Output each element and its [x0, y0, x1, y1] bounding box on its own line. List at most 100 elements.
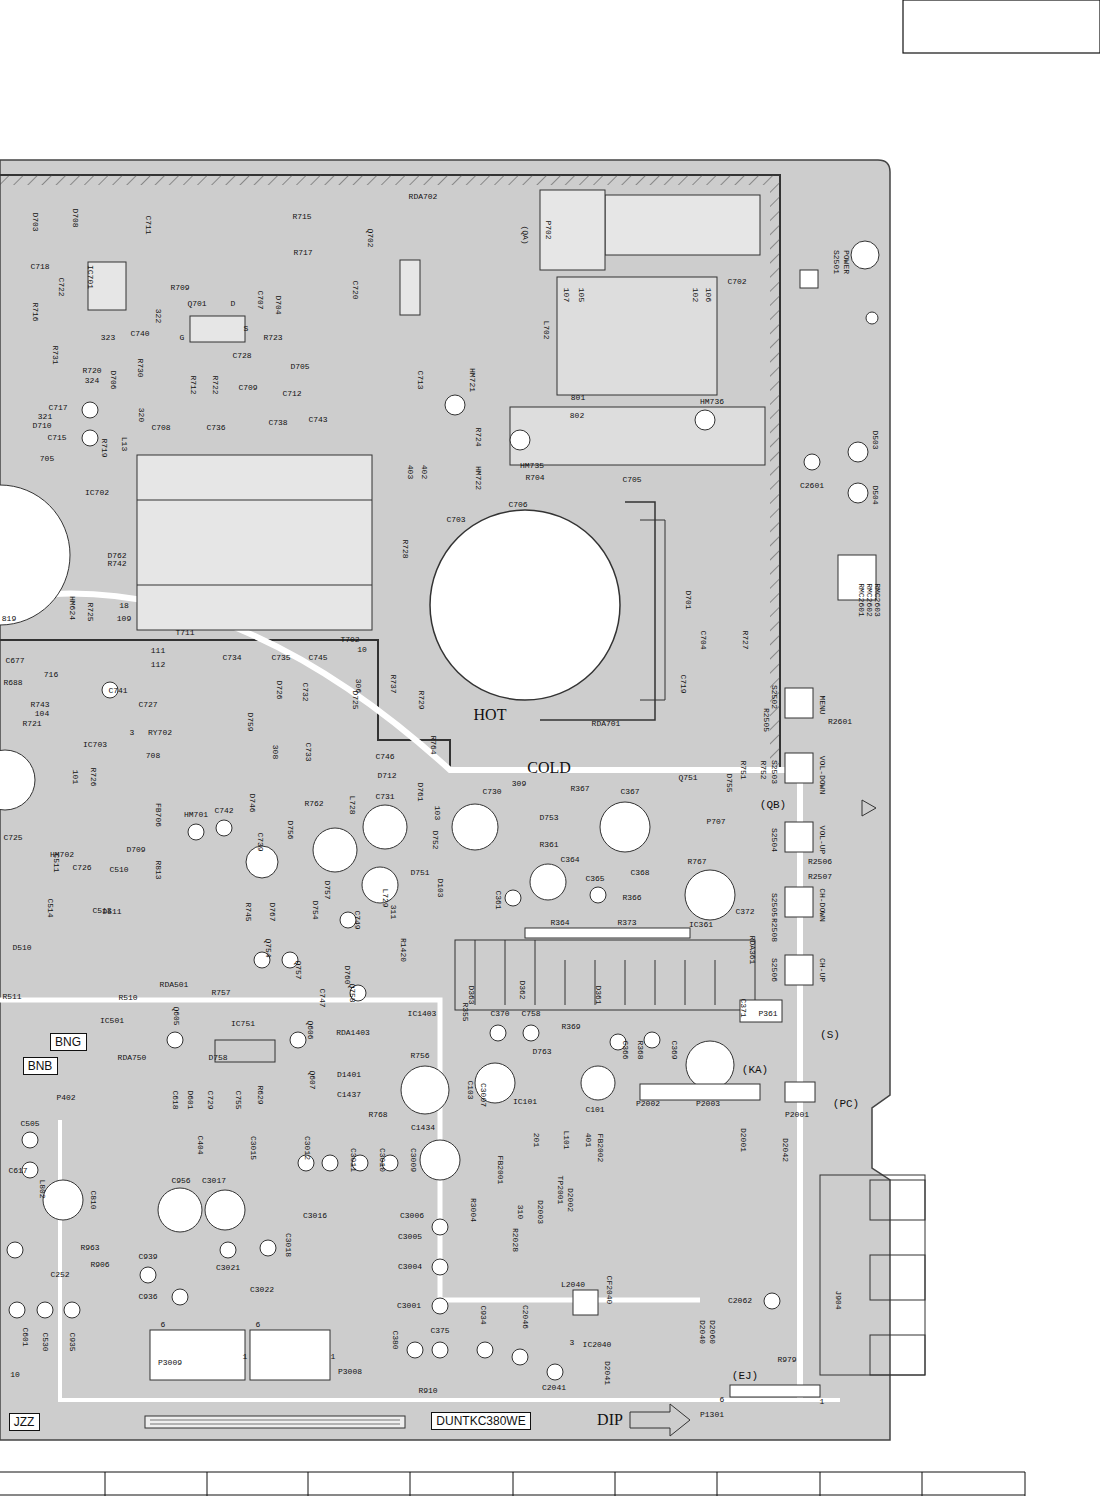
part-label: D2002 [566, 1188, 574, 1212]
part-label: C712 [282, 390, 301, 398]
part-label: DIP [597, 1412, 623, 1428]
part-label: C939 [138, 1253, 157, 1261]
part-label: 10 [10, 1371, 20, 1379]
part-label: T702 [340, 636, 359, 644]
part-label: HOT [474, 707, 507, 723]
part-label: C736 [206, 424, 225, 432]
part-label: C810 [89, 1190, 97, 1209]
part-label: D767 [268, 902, 276, 921]
part-label: C511 [52, 853, 60, 872]
part-label: RDA701 [592, 720, 621, 728]
part-label: FB2001 [496, 1156, 504, 1185]
part-label: L729 [381, 888, 389, 907]
part-label: D726 [275, 680, 283, 699]
part-label: C702 [727, 278, 746, 286]
part-label: (QA) [521, 225, 529, 244]
part-label: POWER [842, 250, 850, 274]
part-label: 201 [532, 1133, 540, 1147]
part-label: 819 [2, 615, 16, 623]
part-label: C936 [138, 1293, 157, 1301]
marking-text: BNB [28, 1060, 53, 1072]
part-label: L101 [562, 1130, 570, 1149]
part-label: R767 [687, 858, 706, 866]
part-label: C3016 [303, 1212, 327, 1220]
marking-box: JZZ [9, 1413, 40, 1431]
part-label: C742 [214, 807, 233, 815]
part-label: Q701 [187, 300, 206, 308]
part-label: C934 [479, 1305, 487, 1324]
part-label: 802 [570, 412, 584, 420]
part-label: D756 [286, 820, 294, 839]
part-label: 6 [161, 1321, 166, 1329]
part-label: IC701 [86, 265, 94, 289]
part-label: R510 [118, 994, 137, 1002]
part-label: C505 [20, 1120, 39, 1128]
part-label: R751 [739, 760, 747, 779]
part-label: R737 [389, 674, 397, 693]
part-label: C728 [232, 352, 251, 360]
part-label: J904 [834, 1290, 842, 1309]
part-label: C707 [256, 290, 264, 309]
part-label: L702 [542, 320, 550, 339]
part-label: R730 [136, 358, 144, 377]
part-label: C380 [391, 1330, 399, 1349]
part-label: HM736 [700, 398, 724, 406]
part-label: 3 [570, 1339, 575, 1347]
part-label: Q754 [264, 938, 272, 957]
part-label: C709 [238, 384, 257, 392]
part-label: R704 [525, 474, 544, 482]
part-label: R724 [474, 427, 482, 446]
part-label: Q757 [294, 960, 302, 979]
part-label: R2508 [770, 918, 778, 942]
part-label: C510 [109, 866, 128, 874]
part-label: C935 [68, 1332, 76, 1351]
marking-text: DUNTKC380WE [436, 1415, 525, 1427]
part-label: C361 [494, 890, 502, 909]
part-label: D103 [436, 878, 444, 897]
part-label: (PC) [833, 1099, 859, 1110]
part-label: HM735 [520, 462, 544, 470]
part-label: VOL-UP [818, 826, 826, 855]
part-label: R745 [244, 902, 252, 921]
part-label: D754 [311, 900, 319, 919]
part-label: (S) [820, 1030, 840, 1041]
part-label: C601 [21, 1327, 29, 1346]
part-label: C3006 [400, 1212, 424, 1220]
part-label: D704 [274, 295, 282, 314]
part-label: T711 [175, 629, 194, 637]
part-label: Q702 [366, 228, 374, 247]
part-label: D746 [248, 793, 256, 812]
part-label: 708 [146, 752, 160, 760]
part-label: D755 [725, 773, 733, 792]
part-label: IC702 [85, 489, 109, 497]
part-label: (KA) [742, 1065, 768, 1076]
part-label: 6 [720, 1396, 725, 1404]
marking-text: JZZ [14, 1416, 35, 1428]
part-label: IC1403 [408, 1010, 437, 1018]
part-label: S2504 [770, 828, 778, 852]
part-label: C746 [375, 753, 394, 761]
part-label: C715 [47, 434, 66, 442]
part-label: C3017 [202, 1177, 226, 1185]
part-label: 401 [584, 1133, 592, 1147]
part-label: C101 [585, 1106, 604, 1114]
part-label: 103 [433, 806, 441, 820]
part-label: R813 [154, 860, 162, 879]
part-label: 106 [704, 288, 712, 302]
part-label: R719 [100, 438, 108, 457]
part-label: 111 [151, 647, 165, 655]
part-label: R1420 [399, 938, 407, 962]
part-label: (EJ) [732, 1371, 758, 1382]
part-label: IC361 [689, 921, 713, 929]
part-label: C103 [466, 1080, 474, 1099]
part-label: C711 [144, 215, 152, 234]
part-label: C708 [151, 424, 170, 432]
part-label: G [180, 334, 185, 342]
marking-box: BNB [23, 1057, 58, 1075]
part-label: 309 [512, 780, 526, 788]
part-label: C741 [108, 687, 127, 695]
part-label: R717 [293, 249, 312, 257]
part-label: Q751 [678, 774, 697, 782]
part-label: 323 [101, 334, 115, 342]
part-label: 107 [562, 288, 570, 302]
